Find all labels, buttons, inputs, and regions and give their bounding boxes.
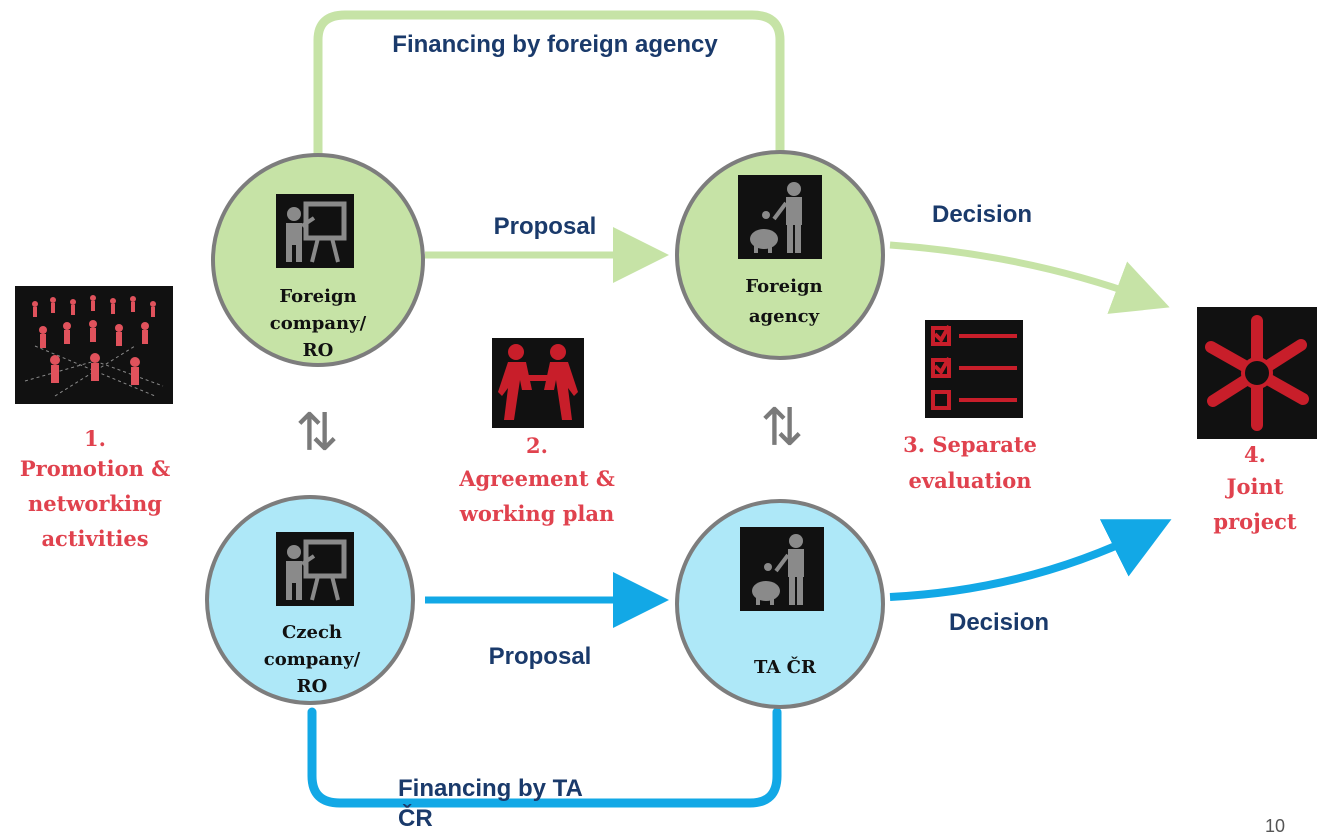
node-ta-cr: TA ČR — [675, 499, 885, 709]
handshake-icon — [492, 338, 584, 428]
investor-icon — [740, 527, 824, 611]
node-foreign-company: Foreign company/ RO — [211, 153, 425, 367]
label-czech-financing: Financing by TA — [398, 775, 583, 802]
step-1-label: activities — [41, 526, 148, 551]
node-label: company/ — [270, 313, 367, 334]
node-czech-company: Czech company/ RO — [205, 495, 415, 705]
page-number: 10 — [1265, 816, 1285, 832]
label-proposal-top: Proposal — [494, 213, 597, 240]
step-4-label: Joint — [1225, 474, 1284, 499]
node-label: Foreign — [279, 286, 356, 307]
step-1: 1. Promotion & networking activities — [15, 286, 173, 551]
step-1-label: networking — [28, 491, 162, 516]
joined-hands-icon — [1197, 307, 1317, 439]
czech-financing-path — [307, 707, 782, 808]
node-label: TA ČR — [754, 655, 817, 678]
presenter-icon — [276, 532, 354, 606]
label-czech-financing-cont: ČR — [398, 804, 433, 832]
step-4-label: project — [1213, 509, 1297, 534]
node-label: RO — [303, 340, 334, 361]
label-foreign-financing: Financing by foreign agency — [392, 31, 718, 58]
exchange-arrows-left: ⇅ — [295, 403, 339, 463]
investor-icon — [738, 175, 822, 259]
node-label: Czech — [282, 622, 342, 643]
step-1-label: 1. — [84, 426, 106, 451]
step-3: 3. Separate evaluation — [903, 320, 1037, 493]
presenter-icon — [276, 194, 354, 268]
label-proposal-bottom: Proposal — [489, 643, 592, 670]
node-label: Foreign — [745, 276, 822, 297]
step-2-label: Agreement & — [458, 466, 615, 491]
step-4: 4. Joint project — [1197, 307, 1317, 534]
step-2-label: working plan — [459, 501, 614, 526]
step-4-label: 4. — [1244, 442, 1266, 467]
exchange-arrows-right: ⇅ — [760, 398, 804, 458]
decision-arrow-top — [889, 241, 1170, 314]
step-3-label: 3. Separate — [903, 432, 1037, 457]
foreign-financing-path — [313, 10, 785, 175]
node-foreign-agency: Foreign agency — [675, 150, 885, 360]
label-decision-top: Decision — [932, 201, 1032, 228]
checklist-icon — [925, 320, 1023, 418]
label-decision-bottom: Decision — [949, 609, 1049, 636]
node-label: agency — [749, 306, 820, 327]
step-2: 2. Agreement & working plan — [458, 338, 615, 526]
step-1-label: Promotion & — [20, 456, 170, 481]
step-2-label: 2. — [526, 433, 548, 458]
network-people-icon — [15, 286, 173, 404]
node-label: RO — [297, 676, 328, 697]
node-label: company/ — [264, 649, 361, 670]
step-3-label: evaluation — [909, 468, 1032, 493]
decision-arrow-bottom — [889, 519, 1172, 601]
